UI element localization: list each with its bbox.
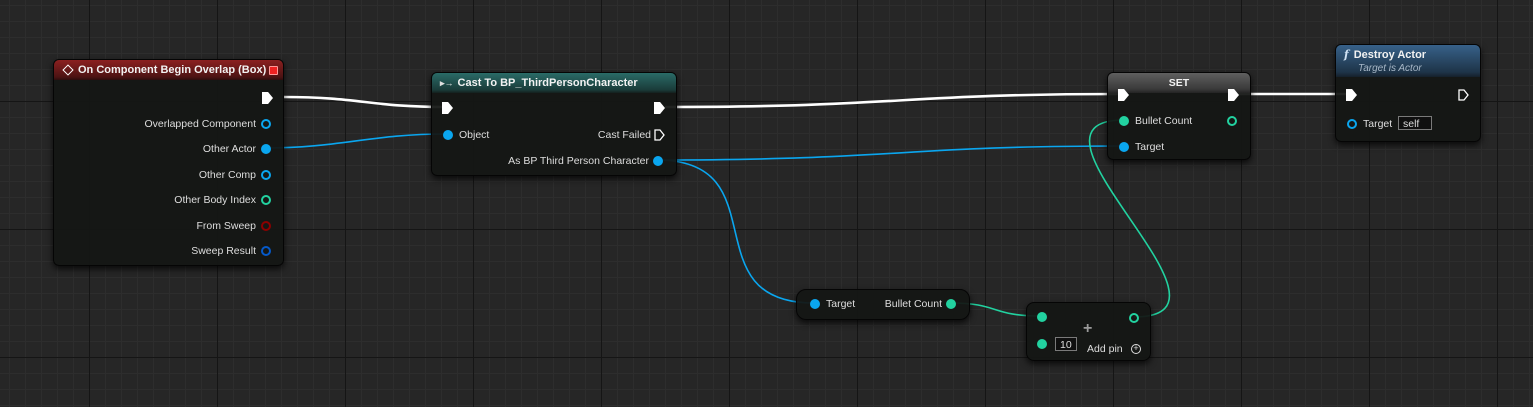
destroy-exec-out-pin[interactable] <box>1458 89 1469 101</box>
cast-failed-label: Cast Failed <box>597 129 651 141</box>
cast-node-header[interactable]: ▸→Cast To BP_ThirdPersonCharacter <box>432 73 676 93</box>
add-plus-symbol: + <box>1083 320 1093 337</box>
set-target-pin[interactable] <box>1119 142 1129 152</box>
other-comp-pin[interactable] <box>261 170 271 180</box>
set-exec-out-pin[interactable] <box>1228 89 1239 101</box>
set-bullet-count-label: Bullet Count <box>1135 115 1193 127</box>
exec-wire-cast-to-set <box>664 92 1123 109</box>
add-output-pin[interactable] <box>1129 313 1139 323</box>
set-bullet-count-out-pin[interactable] <box>1227 116 1237 126</box>
destroy-target-label: Target <box>1363 118 1393 130</box>
other-actor-pin[interactable] <box>261 144 271 154</box>
destroy-actor-subtitle: Target is Actor <box>1358 63 1422 74</box>
event-diamond-icon <box>62 64 74 76</box>
add-circle-icon[interactable]: + <box>1131 344 1141 354</box>
set-target-label: Target <box>1135 141 1165 153</box>
from-sweep-pin[interactable] <box>261 221 271 231</box>
add-input-b-pin[interactable] <box>1037 339 1047 349</box>
cast-node[interactable]: ▸→Cast To BP_ThirdPersonCharacter Object… <box>431 72 677 176</box>
event-exec-out-pin[interactable] <box>262 92 273 104</box>
destroy-target-default-field[interactable]: self <box>1398 116 1432 130</box>
pin-label-other-comp: Other Comp <box>198 169 256 181</box>
pin-label-other-actor: Other Actor <box>202 143 256 155</box>
cast-object-label: Object <box>459 129 490 141</box>
int-wire-add-to-set <box>1088 119 1171 318</box>
event-node-title: On Component Begin Overlap (Box) <box>78 64 267 76</box>
pin-label-from-sweep: From Sweep <box>196 220 256 232</box>
cast-arrow-icon: ▸→ <box>440 78 454 88</box>
cast-exec-out-pin[interactable] <box>654 102 665 114</box>
pin-label-other-body-index: Other Body Index <box>174 194 256 206</box>
destroy-actor-header[interactable]: f Destroy Actor Target is Actor <box>1336 45 1480 77</box>
set-bullet-count-in-pin[interactable] <box>1119 116 1129 126</box>
add-value-field[interactable]: 10 <box>1055 337 1077 351</box>
cast-object-pin[interactable] <box>443 130 453 140</box>
add-pin-label[interactable]: Add pin <box>1087 343 1123 355</box>
object-wire-cast-to-set-target <box>656 145 1124 161</box>
destroy-target-pin[interactable] <box>1347 119 1357 129</box>
breakpoint-square-icon <box>269 66 278 75</box>
get-bullet-count-label: Bullet Count <box>884 298 942 310</box>
cast-output-pin[interactable] <box>653 156 663 166</box>
other-body-index-pin[interactable] <box>261 195 271 205</box>
set-node-header[interactable]: SET <box>1108 73 1250 93</box>
get-bullet-count-node[interactable]: Target Bullet Count <box>796 289 970 320</box>
set-node-title: SET <box>1168 77 1190 89</box>
destroy-actor-title: Destroy Actor <box>1353 49 1427 61</box>
cast-output-label: As BP Third Person Character <box>508 155 649 167</box>
add-integer-node[interactable]: + 10 Add pin + <box>1026 302 1151 361</box>
get-bullet-count-out-pin[interactable] <box>946 299 956 309</box>
set-exec-in-pin[interactable] <box>1118 89 1129 101</box>
pin-label-sweep-result: Sweep Result <box>191 245 256 257</box>
exec-wire-event-to-cast <box>283 95 447 109</box>
object-wire-actor-to-cast <box>264 133 447 149</box>
event-node-header[interactable]: On Component Begin Overlap (Box) <box>54 60 283 80</box>
pin-label-overlapped-component: Overlapped Component <box>144 118 257 130</box>
event-node-on-component-begin-overlap[interactable]: On Component Begin Overlap (Box) Overlap… <box>53 59 284 266</box>
function-f-icon: f <box>1344 48 1349 61</box>
cast-exec-in-pin[interactable] <box>442 102 453 114</box>
destroy-actor-node[interactable]: f Destroy Actor Target is Actor Target se… <box>1335 44 1481 142</box>
add-input-a-pin[interactable] <box>1037 312 1047 322</box>
set-node[interactable]: SET Bullet Count Target <box>1107 72 1251 160</box>
cast-failed-exec-pin[interactable] <box>654 129 665 141</box>
get-target-pin[interactable] <box>810 299 820 309</box>
sweep-result-pin[interactable] <box>261 246 271 256</box>
object-wire-cast-to-get-target <box>656 159 815 304</box>
destroy-exec-in-pin[interactable] <box>1346 89 1357 101</box>
cast-node-title: Cast To BP_ThirdPersonCharacter <box>457 77 638 89</box>
overlapped-component-pin[interactable] <box>261 119 271 129</box>
get-target-label: Target <box>826 298 856 310</box>
